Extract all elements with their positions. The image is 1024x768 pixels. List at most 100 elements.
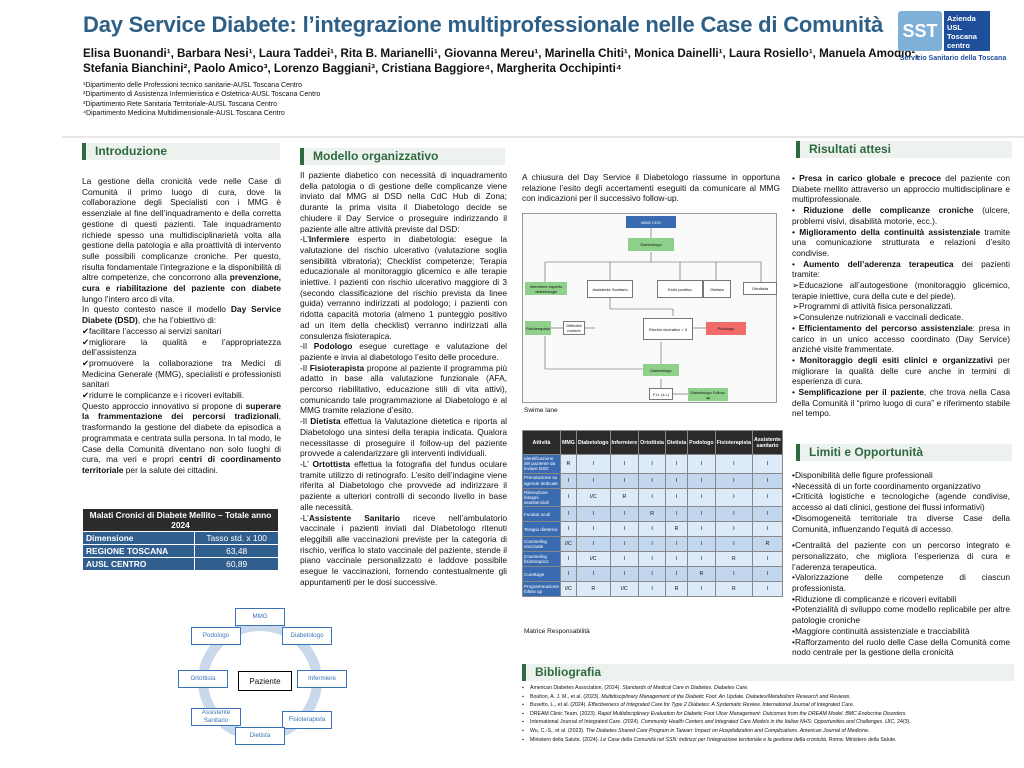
modello-item-lead: -Il <box>300 341 314 352</box>
matrix-cell: I <box>638 581 667 598</box>
matrix-cell: I <box>714 454 754 474</box>
risultati-item-bold: Presa in carico globale e precoce <box>799 173 942 183</box>
matrix-cell: R <box>687 566 716 583</box>
matrix-cell: I <box>687 521 716 538</box>
modello-item-role: Dietista <box>310 416 341 427</box>
matrix-cell: I <box>638 566 667 583</box>
bullet-marker: • <box>792 470 795 480</box>
matrix-header: Diabetologo <box>575 430 611 455</box>
bibliography-author: DREAM Clinic Team. (2023). <box>530 710 598 717</box>
section-title-modello: Modello organizzativo <box>300 148 505 165</box>
logo-sst: SST <box>898 11 942 51</box>
risultati-item-bold: Aumento dell’aderenza terapeutica <box>803 258 954 269</box>
opportunita-item: •Maggiore continuità assistenziale e tra… <box>792 626 1010 637</box>
matrix-cell: I <box>638 536 667 553</box>
matrix-cell: I <box>714 566 754 583</box>
cycle-node-dietista: Dietista <box>235 727 285 745</box>
matrix-header: Infermiere <box>609 430 640 455</box>
matrix-cell: I <box>752 487 783 508</box>
bullet-marker: • <box>792 636 795 647</box>
matrix-cell: I <box>575 506 611 523</box>
patient-cycle-diagram: MMG Diabetologo Infermiere Fisioterapist… <box>178 600 347 745</box>
matrix-cell: I <box>752 566 783 583</box>
modello-item-role: Podologo <box>313 341 353 352</box>
matrix-cell: I <box>687 454 716 474</box>
poster-header: Day Service Diabete: l’integrazione mult… <box>0 0 1024 138</box>
modello-text: Il paziente diabetico con necessità di i… <box>300 170 507 587</box>
section-title-introduzione: Introduzione <box>82 143 280 160</box>
matrix-cell: I <box>638 472 667 489</box>
matrix-header: MMG <box>559 430 577 455</box>
matrix-cell: I <box>609 566 640 583</box>
modello-item-lead: -L’ <box>300 512 309 523</box>
matrix-body: Identificazione del paziente da inviare … <box>522 454 783 598</box>
bibliography-author: Busetto, L., et al. (2024). <box>530 702 589 709</box>
modello-item-text: esperto in diabetologia: esegue la valut… <box>300 234 507 341</box>
matrix-cell: R <box>665 521 689 538</box>
risultati-item-bold: Riduzione delle complicanze croniche <box>803 205 974 216</box>
intro-p2: In questo contesto nasce il modello <box>82 304 231 315</box>
bullet-marker: • <box>792 258 804 269</box>
modello-item-lead: -L’ <box>300 234 309 245</box>
risultati-item-bold: Monitoraggio degli esiti clinici e organ… <box>799 354 993 365</box>
cycle-node-mmg: MMG <box>235 608 285 626</box>
matrix-cell: I <box>575 454 611 474</box>
risultati-list: • Presa in carico globale e precoce del … <box>792 173 1010 419</box>
matrix-activity-label: Counseling fisioterapico <box>522 551 561 568</box>
cycle-center-paziente: Paziente <box>238 671 292 691</box>
section-title-risultati: Risultati attesi <box>796 141 1012 158</box>
matrix-cell: I <box>559 521 577 538</box>
arrow-marker: ➢ <box>792 301 800 312</box>
matrix-cell: I <box>687 487 716 508</box>
flow-box: Dietista <box>703 280 731 298</box>
bibliography-item: American Diabetes Association. (2024). S… <box>522 684 1012 693</box>
table-cell: Tasso std. x 100 <box>194 531 279 545</box>
opportunita-item-text: Maggiore continuità assistenziale e trac… <box>794 625 970 636</box>
bullet-marker: • <box>792 491 795 502</box>
matrix-cell: I <box>752 551 783 568</box>
modello-item-lead: -Il <box>300 362 310 373</box>
bibliography-item: Wu, C.-S., et al. (2023). The Diabetes S… <box>522 727 1012 736</box>
risultati-item-text: (ulcere, problemi visivi, disabilità mot… <box>792 205 1010 226</box>
logo-servizio: Servizio Sanitario della Toscana <box>899 55 1007 62</box>
bibliography-author: Boulton, A. J. M., et al. (2023). <box>530 693 602 700</box>
matrix-cell: R <box>714 551 754 568</box>
table-cell: Dimensione <box>81 531 196 545</box>
modello-item-role: Assistente Sanitario <box>308 512 401 523</box>
bibliography-list: American Diabetes Association. (2024). S… <box>522 684 1012 744</box>
flow-box: Diabetologo <box>643 364 679 376</box>
matrix-activity-label: Terapia dietetica <box>522 521 561 538</box>
risultati-item-bold: Miglioramento della continuità assistenz… <box>799 226 981 237</box>
matrix-cell: I <box>687 506 716 523</box>
matrix-cell: I <box>559 472 577 489</box>
flow-box: Fisioterapista <box>525 321 551 335</box>
risultati-item-bold: Semplificazione per il paziente <box>798 387 924 398</box>
intro-p3-bold2: centri di coordinamento territoriale <box>82 454 281 475</box>
opportunita-item: •Potenzialità di sviluppo come modello r… <box>792 604 1010 625</box>
table-cell: REGIONE TOSCANA <box>81 544 196 558</box>
limiti-item: •Necessità di un forte coordinamento org… <box>792 481 1010 492</box>
risultati-item: • Riduzione delle complicanze croniche (… <box>792 205 1010 226</box>
authors: Elisa Buonandi¹, Barbara Nesi¹, Laura Ta… <box>83 47 919 75</box>
matrix-cell: I <box>638 551 667 568</box>
bullet-marker: • <box>792 604 795 615</box>
matrix-cell: I/C <box>575 551 611 568</box>
opportunita-item: •Rafforzamento del ruolo delle Case dell… <box>792 637 1010 658</box>
intro-check: ridurre le complicanze e i ricoveri evit… <box>89 390 245 401</box>
intro-p1: La gestione della cronicità vede nelle C… <box>82 176 281 283</box>
matrix-header: Fisioterapista <box>714 430 754 455</box>
matrix-cell: I <box>752 521 783 538</box>
intro-p2-bold: Day Service Diabete (DSD) <box>82 304 281 326</box>
matrix-cell: I/C <box>609 581 640 598</box>
matrix-cell: I <box>575 566 611 583</box>
matrix-cell: I <box>752 472 783 489</box>
matrix-header: Attività <box>522 430 561 455</box>
opportunita-item-text: Potenzialità di sviluppo come modello re… <box>792 604 1010 626</box>
matrix-cell: I <box>714 472 754 489</box>
bullet-marker: • <box>792 387 799 398</box>
